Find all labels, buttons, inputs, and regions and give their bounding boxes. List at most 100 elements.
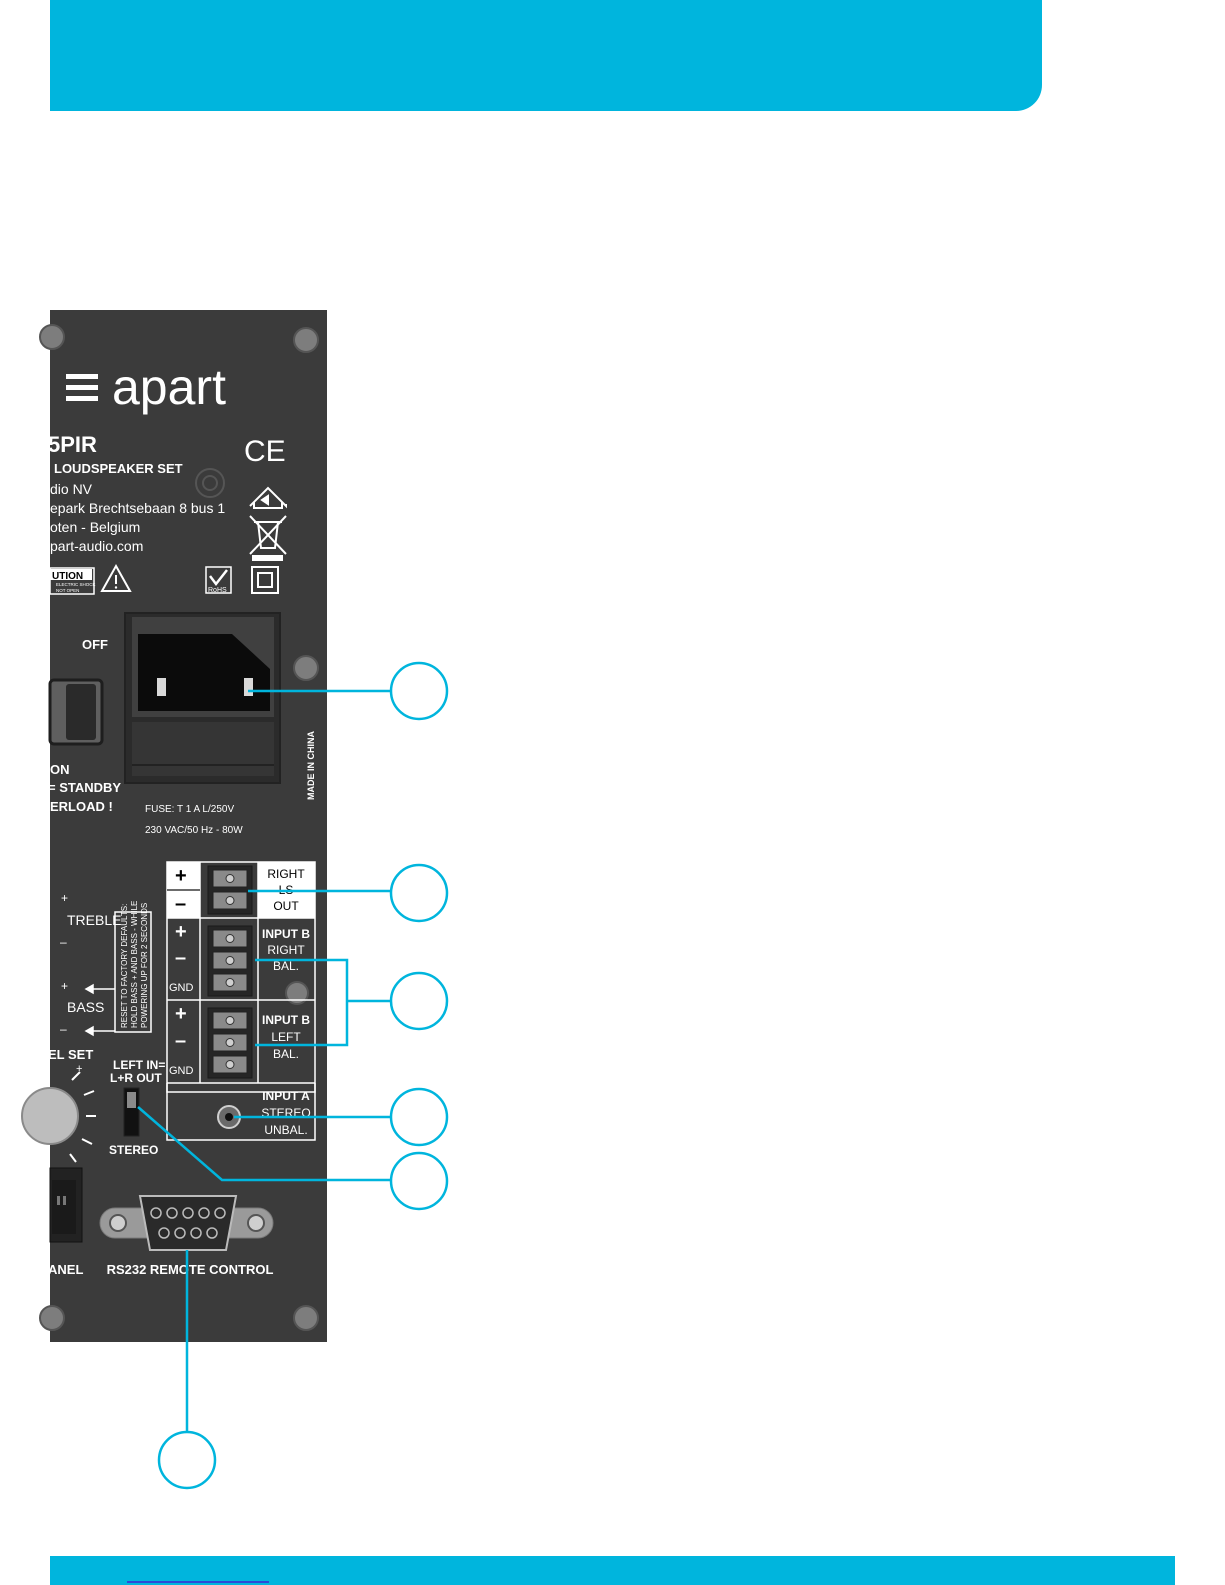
rohs-icon: RoHS [205,566,232,594]
reset-text-1: RESET TO FACTORY DEFAULTS: [120,904,129,1028]
right-ls-label-1: RIGHT [267,867,305,881]
rs232-screw-icon [109,1214,127,1232]
caution-line-1: ELECTRIC SHOCK [56,582,96,587]
caution-sticker: UTION ELECTRIC SHOCK NOT OPEN [49,567,96,595]
input-b-left-label-2: LEFT [271,1030,301,1044]
input-a-jack[interactable] [217,1105,241,1129]
vent-hole-icon [195,468,225,498]
screw-icon [293,655,319,681]
input-b-left-terminal[interactable] [207,1007,253,1079]
treble-minus: – [60,935,67,949]
fuse-rating: FUSE: T 1 A L/250V [145,804,234,815]
power-rating: 230 VAC/50 Hz - 80W [145,825,243,836]
overload-label: ERLOAD ! [50,799,113,814]
address-line-2: oten - Belgium [50,519,140,535]
weee-bar [252,555,283,561]
input-b-right-label-2: RIGHT [267,943,305,957]
callout-circle-input-a [389,1087,449,1147]
mode-switch[interactable] [123,1087,140,1137]
bass-arrows [84,983,115,1037]
input-a-label-3: UNBAL. [264,1123,307,1137]
level-set-label: EL SET [48,1047,93,1062]
input-b-left-minus: – [175,1030,186,1052]
input-b-right-terminal[interactable] [207,925,253,997]
input-b-left-label-1: INPUT B [262,1013,310,1027]
caution-line-2: NOT OPEN [56,588,79,593]
input-b-left-label-3: BAL. [273,1047,299,1061]
callout-line-mode-switch [137,1106,391,1182]
switch-off-label: OFF [82,637,108,652]
website: part-audio.com [50,538,143,554]
reset-text-2: HOLD BASS + AND BASS - WHILE [130,901,139,1028]
power-pin-icon [157,678,166,696]
bass-label: BASS [67,999,104,1015]
brand-logo: apart [66,359,226,415]
warning-triangle-icon [100,563,132,592]
input-b-right-minus: – [175,947,186,969]
screw-icon [293,1305,319,1331]
power-pin-icon [244,678,253,696]
footer-bar [50,1556,1175,1585]
header-bar [50,0,1042,111]
mode-switch-label-3: STEREO [109,1143,158,1157]
callout-line-input-b [255,958,391,1047]
reset-defaults-box: RESET TO FACTORY DEFAULTS: HOLD BASS + A… [114,901,152,1033]
callout-circle-input-b [389,971,449,1031]
footer-link-underline [127,1581,269,1583]
input-b-right-label-1: INPUT B [262,927,310,941]
caution-title: UTION [52,571,83,582]
reset-text-3: POWERING UP FOR 2 SECONDS [140,903,149,1028]
ls-out-minus: – [175,893,186,915]
model-name: 5PIR [48,432,97,457]
indoor-use-icon [249,486,287,509]
callout-circle-rs232 [157,1430,217,1490]
input-b-right-label-3: BAL. [273,959,299,973]
panel-connector[interactable] [49,1167,83,1243]
mode-switch-label-1: LEFT IN= [113,1058,165,1072]
callout-circle-power [389,661,449,721]
input-b-right-gnd: GND [169,982,194,994]
screw-icon [293,327,319,353]
callout-lines [137,689,391,1432]
screw-icon [39,1305,65,1331]
brand-name: apart [112,359,226,415]
ls-out-plus: + [175,865,187,887]
address-line-1: epark Brechtsebaan 8 bus 1 [50,500,225,516]
level-set-plus: + [76,1063,82,1075]
switch-on-label: ON [50,762,70,777]
weee-bin-icon [249,515,287,555]
rs232-screw-icon [247,1214,265,1232]
rear-panel [50,310,327,1342]
ls-out-terminal[interactable] [207,865,253,915]
standby-label: = STANDBY [48,780,121,795]
input-a-label-1: INPUT A [262,1089,310,1103]
bass-minus: – [60,1022,67,1036]
input-b-left-plus: + [175,1003,187,1025]
power-switch[interactable] [48,678,104,746]
rohs-label: RoHS [208,587,227,594]
input-b-right-plus: + [175,921,187,943]
input-a-section [166,1083,316,1141]
right-ls-label-3: OUT [273,899,299,913]
input-b-left-gnd: GND [169,1065,194,1077]
mode-switch-label-2: L+R OUT [110,1071,162,1085]
panel-connector-label: ANEL [48,1262,83,1277]
treble-label: TREBLE [67,912,121,928]
iec-power-inlet[interactable] [124,612,281,784]
rs232-port[interactable] [99,1195,274,1251]
bass-plus: + [61,979,68,993]
made-in-label: MADE IN CHINA [306,731,316,800]
screw-icon [39,324,65,350]
callout-circle-ls-out [389,863,449,923]
ce-mark-icon: CE [244,435,286,468]
treble-plus: + [61,891,68,905]
rs232-label: RS232 REMOTE CONTROL [107,1262,274,1277]
product-name: LOUDSPEAKER SET [54,461,183,476]
screw-icon [285,981,309,1005]
callout-markers [157,661,449,1490]
callout-circle-mode-switch [389,1151,449,1211]
level-set-knob[interactable] [21,1071,96,1163]
class-two-insulation-icon [251,566,279,594]
company-name: dio NV [50,481,93,497]
